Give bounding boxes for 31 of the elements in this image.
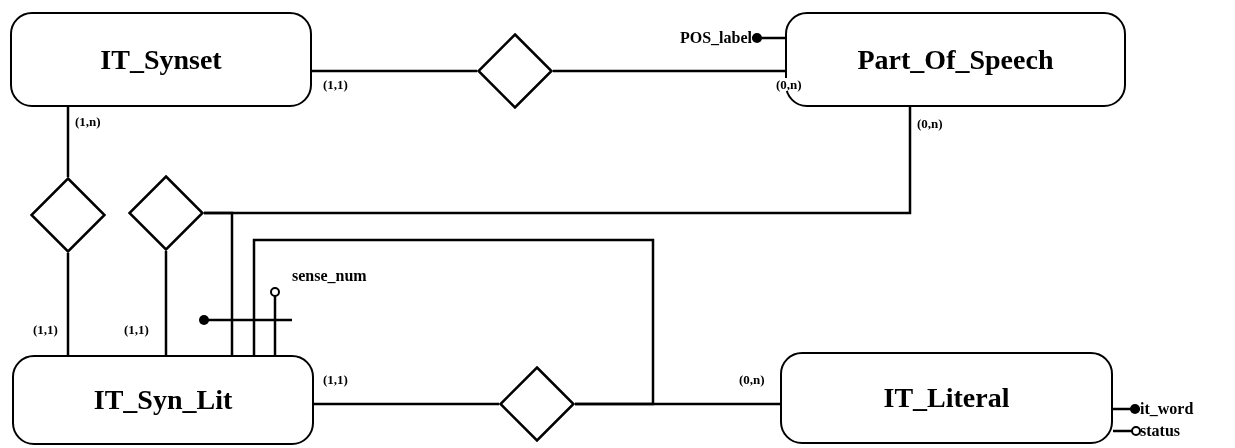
attribute-connector (752, 33, 785, 43)
cardinality-label: (1,1) (32, 323, 59, 336)
cardinality-label: (1,n) (74, 115, 102, 128)
connector-line (312, 69, 477, 73)
attribute-label: sense_num (292, 268, 367, 284)
cardinality-label: (1,1) (123, 323, 150, 336)
attribute-label: POS_label (680, 30, 752, 46)
relationship-diamond (128, 175, 204, 251)
relationship-diamond (477, 33, 553, 109)
attribute-connector (270, 287, 280, 355)
entity-box: IT_Literal (780, 352, 1113, 444)
connector-line (553, 69, 785, 73)
connector-line (164, 251, 168, 355)
entity-box: IT_Synset (10, 12, 312, 107)
connector-line (252, 238, 655, 406)
cardinality-label: (0,n) (775, 78, 803, 91)
relationship-diamond (30, 177, 106, 253)
cardinality-label: (0,n) (738, 373, 766, 386)
cardinality-label: (0,n) (916, 117, 944, 130)
cardinality-label: (1,1) (322, 373, 349, 386)
cardinality-label: (1,1) (322, 78, 349, 91)
connector-line (66, 253, 70, 355)
attribute-connector (1113, 426, 1141, 436)
relationship-diamond (499, 366, 575, 442)
entity-box: IT_Syn_Lit (12, 355, 314, 445)
attribute-connector (1113, 404, 1140, 414)
attribute-label: status (1140, 423, 1180, 439)
attribute-label: it_word (1140, 401, 1194, 417)
connector-line (66, 107, 70, 177)
connector-line (314, 402, 499, 406)
connector-line (204, 211, 234, 355)
